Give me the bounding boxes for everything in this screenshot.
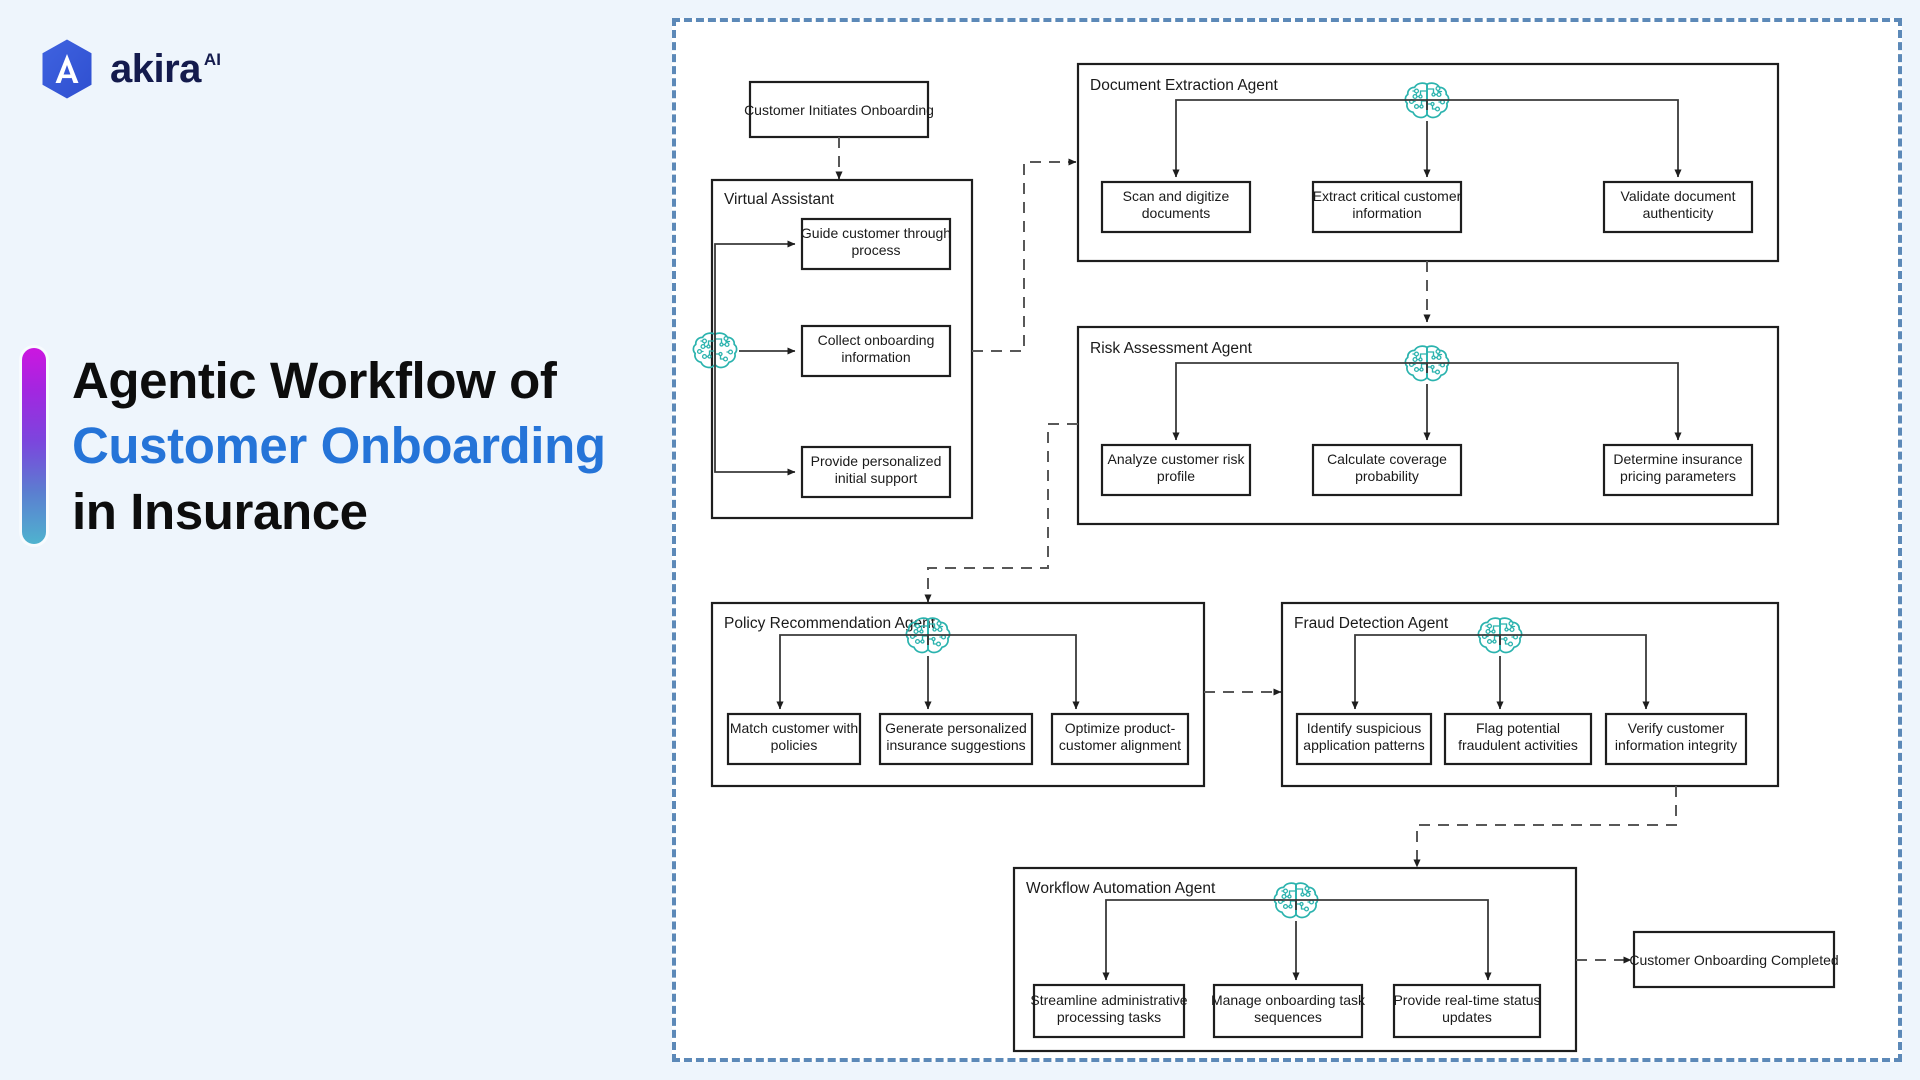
page-title: Agentic Workflow of Customer Onboarding …: [72, 348, 606, 544]
akira-hexagon-logo-icon: [42, 39, 92, 99]
task-label-line2: process: [851, 242, 900, 258]
task-manage-onboarding-task-sequences[interactable]: Manage onboarding task sequences: [1211, 983, 1366, 1039]
task-label-line2: probability: [1355, 468, 1419, 484]
task-label: Optimize product-: [1065, 720, 1176, 736]
group-policy-recommendation-agent[interactable]: Policy Recommendation Agent Match custom…: [710, 601, 1206, 788]
start-node-label: Customer Initiates Onboarding: [744, 102, 934, 118]
task-label: Provide real-time status: [1393, 992, 1540, 1008]
task-validate-document-authenticity[interactable]: Validate document authenticity: [1602, 180, 1754, 234]
accent-gradient-bar: [22, 348, 46, 544]
task-label: Calculate coverage: [1327, 451, 1447, 467]
end-node-label: Customer Onboarding Completed: [1629, 952, 1838, 968]
group-virtual-assistant[interactable]: Virtual Assistant Guide customer through…: [692, 178, 974, 520]
task-streamline-administrative-processing-tasks[interactable]: Streamline administrative processing tas…: [1030, 983, 1188, 1039]
task-calculate-coverage-probability[interactable]: Calculate coverage probability: [1311, 443, 1463, 497]
task-verify-customer-information-integrity[interactable]: Verify customer information integrity: [1604, 712, 1748, 766]
brand-name: akira: [110, 47, 201, 91]
task-label-line2: application patterns: [1303, 737, 1424, 753]
task-label-line2: sequences: [1254, 1009, 1322, 1025]
group-title-workflow-automation-agent: Workflow Automation Agent: [1026, 880, 1216, 897]
task-label: Scan and digitize: [1123, 188, 1230, 204]
task-match-customer-with-policies[interactable]: Match customer with policies: [726, 712, 862, 766]
workflow-diagram-panel: Customer Initiates Onboarding Virtual As…: [672, 18, 1902, 1062]
brand-wordmark: akira AI: [110, 49, 221, 89]
task-label: Match customer with: [730, 720, 858, 736]
headline-line-1: Agentic Workflow of: [72, 352, 557, 409]
task-generate-personalized-insurance-suggestions[interactable]: Generate personalized insurance suggesti…: [878, 712, 1034, 766]
task-label-line2: policies: [771, 737, 818, 753]
task-label-line2: updates: [1442, 1009, 1492, 1025]
task-optimize-product-customer-alignment[interactable]: Optimize product- customer alignment: [1050, 712, 1190, 766]
task-label: Generate personalized: [885, 720, 1027, 736]
node-customer-onboarding-completed[interactable]: Customer Onboarding Completed: [1629, 930, 1839, 989]
task-provide-personalized-initial-support[interactable]: Provide personalized initial support: [800, 445, 952, 499]
node-customer-initiates-onboarding[interactable]: Customer Initiates Onboarding: [744, 80, 934, 139]
group-title-fraud-detection-agent: Fraud Detection Agent: [1294, 615, 1449, 632]
link-risk-assessment-to-policy-recommendation: [924, 423, 1078, 603]
task-label: Identify suspicious: [1307, 720, 1421, 736]
task-label: Verify customer: [1628, 720, 1725, 736]
task-label: Validate document: [1621, 188, 1736, 204]
group-title-policy-recommendation-agent: Policy Recommendation Agent: [724, 615, 936, 632]
task-flag-potential-fraudulent-activities[interactable]: Flag potential fraudulent activities: [1443, 712, 1593, 766]
task-label: Analyze customer risk: [1108, 451, 1246, 467]
task-label-line2: customer alignment: [1059, 737, 1181, 753]
task-scan-and-digitize-documents[interactable]: Scan and digitize documents: [1100, 180, 1252, 234]
task-label: Guide customer through: [801, 225, 951, 241]
group-document-extraction-agent[interactable]: Document Extraction Agent Scan and digit…: [1076, 62, 1780, 263]
group-risk-assessment-agent[interactable]: Risk Assessment Agent Analyze customer r…: [1076, 325, 1780, 526]
group-fraud-detection-agent[interactable]: Fraud Detection Agent Identify suspiciou…: [1280, 601, 1780, 788]
task-label-line2: information integrity: [1615, 737, 1737, 753]
task-label: Manage onboarding task: [1211, 992, 1366, 1008]
link-va-to-document-extraction: [972, 158, 1077, 352]
task-collect-onboarding-information[interactable]: Collect onboarding information: [800, 324, 952, 378]
task-label-line2: profile: [1157, 468, 1195, 484]
task-label-line2: fraudulent activities: [1458, 737, 1578, 753]
task-label: Collect onboarding: [818, 332, 935, 348]
task-label-line2: pricing parameters: [1620, 468, 1736, 484]
group-workflow-automation-agent[interactable]: Workflow Automation Agent Streamline adm…: [1012, 866, 1578, 1053]
task-determine-insurance-pricing-parameters[interactable]: Determine insurance pricing parameters: [1602, 443, 1754, 497]
task-label-line2: documents: [1142, 205, 1210, 221]
task-guide-customer-through-process[interactable]: Guide customer through process: [801, 217, 951, 271]
task-label: Extract critical customer: [1313, 188, 1462, 204]
task-label: Flag potential: [1476, 720, 1560, 736]
task-label-line2: processing tasks: [1057, 1009, 1161, 1025]
task-label-line2: information: [841, 349, 910, 365]
task-identify-suspicious-application-patterns[interactable]: Identify suspicious application patterns: [1295, 712, 1433, 766]
group-title-virtual-assistant: Virtual Assistant: [724, 191, 835, 208]
group-title-document-extraction-agent: Document Extraction Agent: [1090, 77, 1279, 94]
workflow-flowchart: Customer Initiates Onboarding Virtual As…: [692, 62, 1839, 1053]
task-label: Determine insurance: [1613, 451, 1742, 467]
headline-line-3: in Insurance: [72, 482, 368, 540]
group-title-risk-assessment-agent: Risk Assessment Agent: [1090, 340, 1253, 357]
task-label: Streamline administrative: [1030, 992, 1187, 1008]
task-extract-critical-customer-information[interactable]: Extract critical customer information: [1311, 180, 1463, 234]
left-panel: akira AI Agentic Workflow of Customer On…: [0, 0, 672, 1080]
task-label: Provide personalized: [811, 453, 942, 469]
brand-logo: akira AI: [38, 38, 221, 100]
link-fraud-detection-to-workflow-automation: [1413, 786, 1677, 868]
task-provide-real-time-status-updates[interactable]: Provide real-time status updates: [1392, 983, 1542, 1039]
brand-superscript: AI: [203, 50, 221, 69]
task-label-line2: insurance suggestions: [886, 737, 1025, 753]
task-label-line2: information: [1352, 205, 1421, 221]
task-label-line2: authenticity: [1643, 205, 1714, 221]
headline-block: Agentic Workflow of Customer Onboarding …: [22, 348, 606, 544]
task-label-line2: initial support: [835, 470, 918, 486]
task-analyze-customer-risk-profile[interactable]: Analyze customer risk profile: [1100, 443, 1252, 497]
headline-line-2: Customer Onboarding: [72, 417, 606, 475]
